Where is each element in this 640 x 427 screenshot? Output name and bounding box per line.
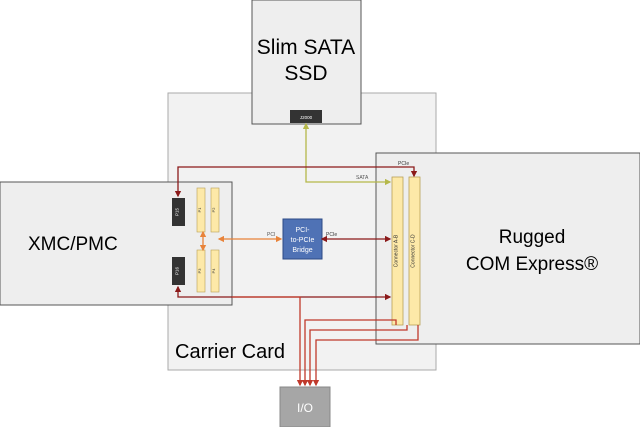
ssd-connector <box>290 110 322 123</box>
pci-signal-label: PCI <box>267 232 275 238</box>
com-express-label-line1: Rugged <box>499 227 566 248</box>
xmc-connector-p15-label: P15 <box>175 208 180 217</box>
xmc-connector-p15 <box>172 198 185 226</box>
io-link-com-2 <box>312 325 419 387</box>
sata-signal-label: SATA <box>356 175 369 181</box>
pcie-bottom-link <box>174 285 392 301</box>
connector-ab-label: Connector A-B <box>394 234 400 267</box>
xmc-pmc-block <box>0 181 233 306</box>
ssd-label-line1: Slim SATA <box>257 36 355 59</box>
carrier-card-label: Carrier Card <box>175 341 285 363</box>
xmc-pmc-label: XMC/PMC <box>28 234 118 255</box>
pcie-top-link <box>174 166 418 198</box>
io-link-com-1 <box>306 325 408 387</box>
bridge-label-line2: to-PCIe <box>291 237 315 244</box>
xmc-connector-p1-label: P1 <box>197 207 202 213</box>
connector-cd-label: Connector C-D <box>411 234 417 268</box>
pcie-bridge-signal-label: PCIe <box>326 232 337 238</box>
ssd-connector-label: J2000 <box>300 115 313 120</box>
xmc-connector-p3-label: P3 <box>197 268 202 274</box>
pcie-top-signal-label: PCIe <box>398 161 409 167</box>
io-block <box>279 386 331 427</box>
ssd-label-line2: SSD <box>284 62 327 85</box>
xmc-connector-p16 <box>172 257 185 285</box>
ssd-block <box>251 0 362 125</box>
io-link-com-3 <box>301 319 397 387</box>
xmc-connector-p2-label: P2 <box>211 207 216 213</box>
io-link-xmc <box>232 296 304 387</box>
bridge-label-line1: PCI- <box>296 227 311 234</box>
bridge-label-line3: Bridge <box>292 247 312 254</box>
xmc-connector-p16-label: P16 <box>175 267 180 276</box>
com-express-label-line2: COM Express® <box>466 254 598 275</box>
xmc-connector-p4-label: P4 <box>211 268 216 274</box>
io-label: I/O <box>297 401 313 415</box>
